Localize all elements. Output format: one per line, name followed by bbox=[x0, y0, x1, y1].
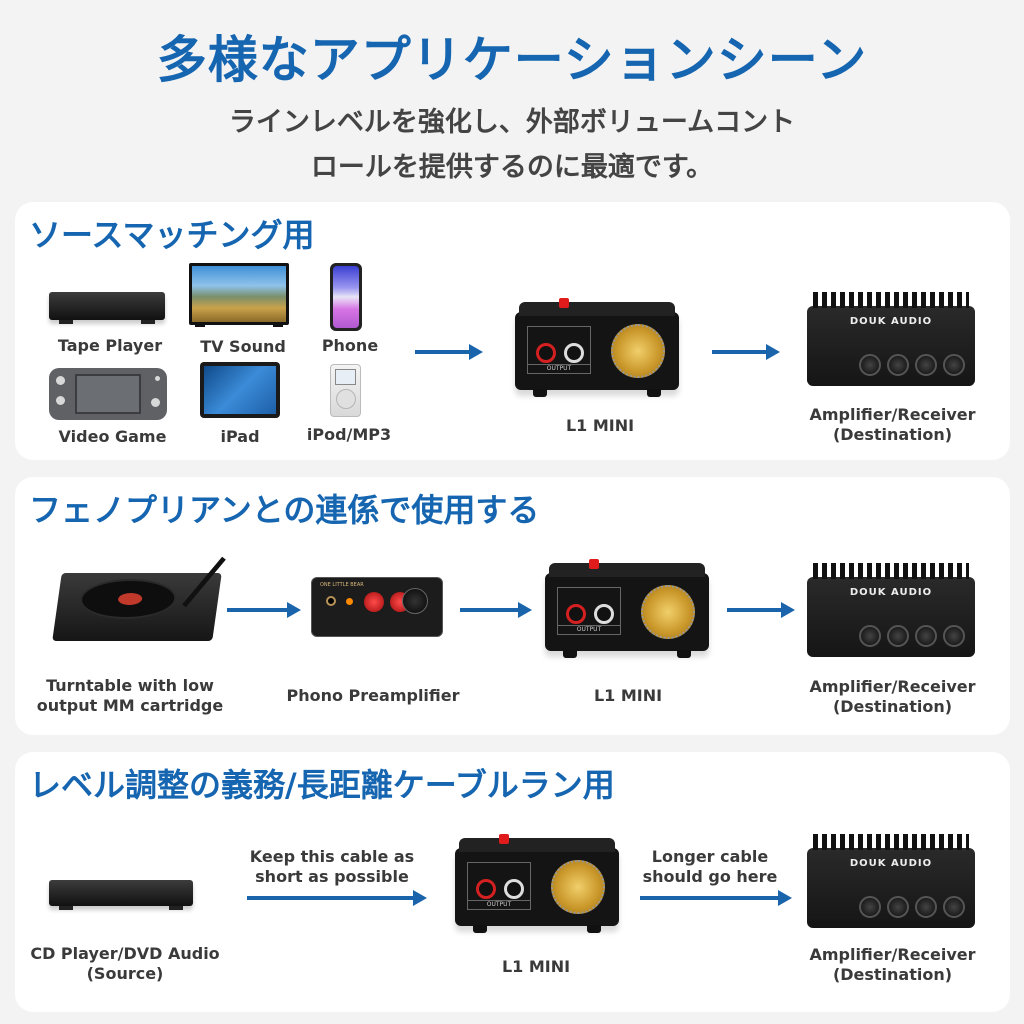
volume-knob bbox=[551, 860, 605, 914]
source-label-ipad: iPad bbox=[220, 427, 260, 446]
output-label: OUTPUT bbox=[528, 364, 590, 372]
cable-note-long-line-2: should go here bbox=[642, 867, 778, 886]
tv-icon bbox=[189, 263, 289, 327]
game-console-icon bbox=[49, 368, 167, 420]
volume-knob bbox=[641, 585, 695, 639]
section-title: ソースマッチング用 bbox=[29, 216, 315, 254]
amp-brand: DOUK AUDIO bbox=[849, 858, 933, 869]
arrow-right-icon bbox=[727, 602, 795, 618]
arrow-right-icon bbox=[712, 344, 780, 360]
destination-label-line-2: (Destination) bbox=[832, 425, 953, 444]
page-title: 多様なアプリケーションシーン bbox=[156, 31, 868, 89]
cable-note-short-line-2: short as possible bbox=[255, 867, 409, 886]
tablet-icon bbox=[200, 362, 280, 418]
destination-label-line-2: (Destination) bbox=[832, 965, 953, 984]
section-phono-preamp: フェノプリアンとの連係で使用する Turntable with low outp… bbox=[15, 477, 1010, 735]
source-label-tape-player: Tape Player bbox=[57, 336, 163, 355]
arrow-right-icon bbox=[415, 344, 483, 360]
amplifier-device: DOUK AUDIO bbox=[807, 563, 975, 657]
section-title: レベル調整の義務/長距離ケーブルラン用 bbox=[29, 766, 615, 804]
arrow-right-icon bbox=[227, 602, 301, 618]
turntable-label-line-2: output MM cartridge bbox=[36, 696, 224, 715]
source-label-ipod: iPod/MP3 bbox=[306, 425, 392, 444]
volume-knob bbox=[611, 324, 665, 378]
arrow-right-icon bbox=[247, 890, 427, 906]
phono-preamp-device: ONE LITTLE BEAR bbox=[311, 577, 443, 637]
amplifier-device: DOUK AUDIO bbox=[807, 292, 975, 386]
destination-label-line-1: Amplifier/Receiver bbox=[809, 677, 976, 696]
section-title: フェノプリアンとの連係で使用する bbox=[29, 491, 540, 529]
source-label-tv-sound: TV Sound bbox=[200, 337, 286, 356]
phone-icon bbox=[330, 263, 362, 331]
arrow-right-icon bbox=[640, 890, 792, 906]
output-label: OUTPUT bbox=[468, 900, 530, 908]
amplifier-device: DOUK AUDIO bbox=[807, 834, 975, 928]
turntable-label-line-1: Turntable with low bbox=[46, 676, 214, 695]
turntable-icon bbox=[52, 556, 226, 641]
preamp-brand: ONE LITTLE BEAR bbox=[320, 582, 364, 588]
l1-mini-label: L1 MINI bbox=[565, 416, 635, 435]
ipod-icon bbox=[330, 364, 361, 417]
l1-mini-device: OUTPUT bbox=[515, 298, 679, 397]
subtitle-line-1: ラインレベルを強化し、外部ボリュームコント bbox=[228, 107, 796, 138]
source-label-phone: Phone bbox=[321, 336, 379, 355]
cable-note-long-line-1: Longer cable bbox=[651, 847, 769, 866]
amp-brand: DOUK AUDIO bbox=[849, 316, 933, 327]
source-label-video-game: Video Game bbox=[58, 427, 167, 446]
arrow-right-icon bbox=[460, 602, 532, 618]
source-label-line-1: CD Player/DVD Audio bbox=[30, 944, 220, 963]
source-label-line-2: (Source) bbox=[86, 964, 164, 983]
l1-mini-label: L1 MINI bbox=[501, 957, 571, 976]
section-source-matching: ソースマッチング用 Tape Player TV Sound Phone Vid… bbox=[15, 202, 1010, 460]
section-long-cable-run: レベル調整の義務/長距離ケーブルラン用 CD Player/DVD Audio … bbox=[15, 752, 1010, 1012]
tape-player-icon bbox=[49, 292, 165, 324]
l1-mini-device: OUTPUT bbox=[455, 834, 619, 933]
cd-dvd-player-icon bbox=[49, 880, 193, 910]
l1-mini-device: OUTPUT bbox=[545, 559, 709, 658]
destination-label-line-2: (Destination) bbox=[832, 697, 953, 716]
l1-mini-label: L1 MINI bbox=[593, 686, 663, 705]
subtitle-line-2: ロールを提供するのに最適です。 bbox=[310, 152, 714, 183]
preamp-label: Phono Preamplifier bbox=[286, 686, 460, 705]
output-label: OUTPUT bbox=[558, 625, 620, 633]
destination-label-line-1: Amplifier/Receiver bbox=[809, 945, 976, 964]
cable-note-short-line-1: Keep this cable as bbox=[249, 847, 415, 866]
destination-label-line-1: Amplifier/Receiver bbox=[809, 405, 976, 424]
amp-brand: DOUK AUDIO bbox=[849, 587, 933, 598]
